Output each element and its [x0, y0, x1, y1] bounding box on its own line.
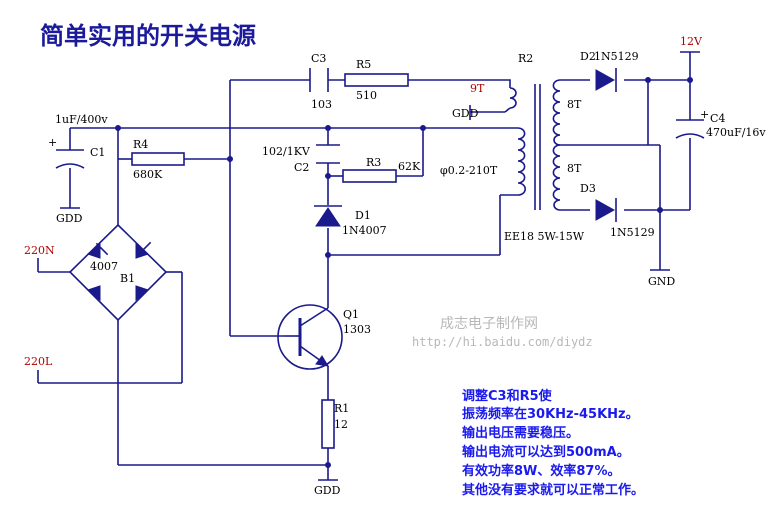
c1-value: 1uF/400v — [55, 113, 108, 126]
capacitor-c4: + C4 470uF/16v — [675, 108, 766, 139]
svg-text:其他没有要求就可以正常工作。: 其他没有要求就可以正常工作。 — [462, 482, 644, 498]
resistor-r1: R1 12 — [321, 399, 349, 449]
svg-text:12V: 12V — [680, 35, 703, 48]
resistor-r3: R3 62K — [342, 156, 421, 183]
diode-d3: D3 1N5129 — [580, 182, 655, 239]
svg-text:振荡频率在30KHz-45KHz。: 振荡频率在30KHz-45KHz。 — [462, 406, 639, 422]
svg-text:Q1: Q1 — [343, 308, 359, 321]
diagram-title: 简单实用的开关电源 — [40, 22, 256, 50]
svg-text:EE18 5W-15W: EE18 5W-15W — [504, 230, 585, 243]
svg-text:62K: 62K — [398, 160, 421, 173]
resistor-r4: R4 680K — [131, 138, 185, 181]
svg-text:R3: R3 — [366, 156, 381, 169]
svg-text:有效功率8W、效率87%。: 有效功率8W、效率87%。 — [462, 463, 621, 479]
svg-text:输出电压需要稳压。: 输出电压需要稳压。 — [462, 425, 579, 441]
watermark-name: 成志电子制作网 — [440, 316, 538, 332]
ground-c1: GDD — [56, 207, 83, 225]
svg-text:输出电流可以达到500mA。: 输出电流可以达到500mA。 — [462, 444, 630, 460]
transformer-r2: R2 9T 8T 8T φ0.2-210T EE18 5W-15W — [440, 52, 585, 243]
vout-terminal: 12V — [680, 35, 703, 53]
svg-text:470uF/16v: 470uF/16v — [706, 126, 766, 139]
svg-text:GDD: GDD — [452, 107, 479, 120]
svg-text:8T: 8T — [567, 98, 582, 111]
svg-text:R2: R2 — [518, 52, 533, 65]
svg-text:GDD: GDD — [56, 212, 83, 225]
svg-text:GND: GND — [648, 275, 675, 288]
diode-d2: D2 1N5129 — [580, 50, 639, 92]
svg-text:GDD: GDD — [314, 484, 341, 497]
bridge-rectifier-b1: 4007 B1 — [68, 223, 168, 322]
svg-text:510: 510 — [356, 89, 377, 102]
svg-text:12: 12 — [334, 418, 348, 431]
svg-text:C3: C3 — [311, 52, 326, 65]
ground-feedback: GDD — [452, 105, 479, 120]
capacitor-c1: + C1 1uF/400v — [48, 113, 108, 169]
svg-text:R4: R4 — [133, 138, 148, 151]
svg-text:1N5129: 1N5129 — [594, 50, 639, 63]
svg-text:1N5129: 1N5129 — [610, 226, 655, 239]
svg-text:+: + — [48, 136, 57, 149]
svg-text:4007: 4007 — [90, 260, 118, 273]
svg-text:8T: 8T — [567, 162, 582, 175]
c1-ref: C1 — [90, 146, 105, 159]
svg-text:103: 103 — [311, 98, 332, 111]
capacitor-c2: 102/1KV C2 — [262, 144, 340, 174]
svg-text:102/1KV: 102/1KV — [262, 145, 311, 158]
svg-text:φ0.2-210T: φ0.2-210T — [440, 164, 498, 177]
svg-text:调整C3和R5使: 调整C3和R5使 — [462, 388, 553, 404]
svg-text:D1: D1 — [355, 209, 371, 222]
transistor-q1: Q1 1303 — [277, 304, 371, 370]
svg-text:C4: C4 — [710, 112, 725, 125]
ground-output: GND — [648, 269, 675, 288]
ac-n-label: 220N — [24, 244, 55, 257]
svg-text:9T: 9T — [470, 82, 485, 95]
svg-text:R5: R5 — [356, 58, 371, 71]
svg-text:C2: C2 — [294, 161, 309, 174]
diode-d1: D1 1N4007 — [314, 205, 387, 237]
wires — [37, 52, 691, 480]
svg-text:1303: 1303 — [343, 323, 371, 336]
capacitor-c3: C3 103 — [309, 52, 332, 111]
svg-text:680K: 680K — [133, 168, 163, 181]
design-notes: 调整C3和R5使 振荡频率在30KHz-45KHz。 输出电压需要稳压。 输出电… — [462, 388, 644, 498]
watermark-url: http://hi.baidu.com/diydz — [412, 335, 593, 349]
svg-text:D3: D3 — [580, 182, 596, 195]
svg-text:R1: R1 — [334, 402, 349, 415]
svg-text:+: + — [700, 108, 709, 121]
svg-text:1N4007: 1N4007 — [342, 224, 387, 237]
ac-l-label: 220L — [24, 355, 53, 368]
resistor-r5: R5 510 — [344, 58, 409, 102]
svg-text:D2: D2 — [580, 50, 596, 63]
ground-main: GDD — [314, 479, 341, 497]
svg-text:B1: B1 — [120, 272, 135, 285]
